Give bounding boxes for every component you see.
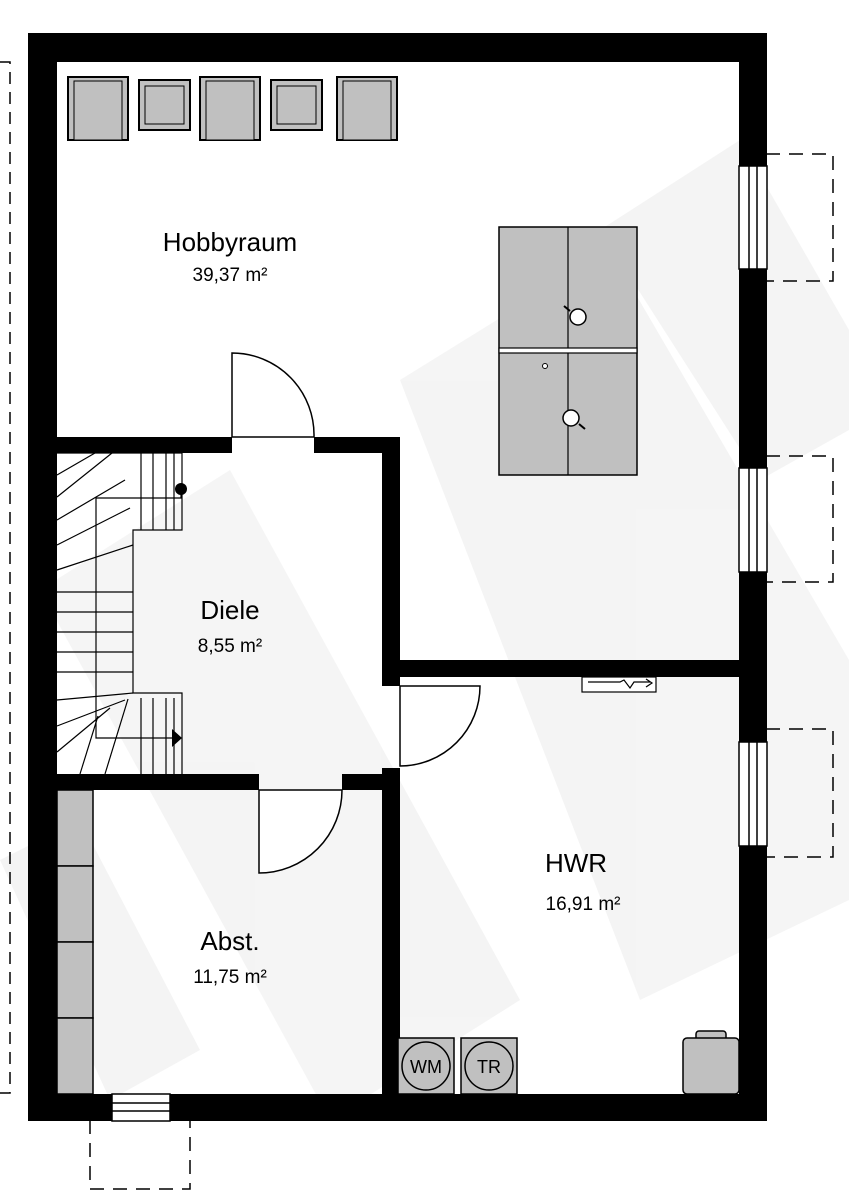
room-label-abst: Abst. 11,75 m² (193, 926, 267, 988)
windows (111, 165, 768, 1122)
light-well-east-2 (766, 455, 834, 583)
paddle-1 (569, 308, 587, 326)
light-well-south (89, 1120, 191, 1190)
door-hobbyraum (231, 352, 315, 438)
wall-east-3 (739, 572, 767, 742)
watermark (0, 140, 849, 1120)
armchair-2 (199, 76, 261, 141)
light-wells (89, 153, 834, 1190)
armchair-1 (67, 76, 129, 141)
storage-shelf (56, 789, 94, 1095)
room-area: 11,75 m² (193, 967, 267, 988)
interior-walls (57, 437, 739, 1094)
room-area: 8,55 m² (198, 636, 262, 657)
wall-south-right (170, 1094, 767, 1121)
wall-diele-east-upper (382, 437, 400, 686)
wall-hobby-diele-right (314, 437, 400, 453)
light-well-east-1 (766, 153, 834, 282)
light-well-east-3 (766, 728, 834, 858)
window-east-2 (738, 467, 768, 573)
dryer-label: TR (477, 1057, 501, 1077)
window-east-3 (738, 741, 768, 847)
seating-row (67, 76, 398, 141)
ottoman-1 (138, 79, 191, 131)
stair-start-dot (175, 483, 187, 495)
ottoman-2 (270, 79, 323, 131)
window-south (111, 1093, 171, 1122)
wall-east-1 (739, 33, 767, 166)
left-dashed-outline (0, 61, 11, 1094)
room-area: 16,91 m² (546, 894, 621, 915)
room-name: Hobbyraum (163, 227, 297, 257)
room-label-hobbyraum: Hobbyraum 39,37 m² (163, 227, 297, 286)
wall-west (28, 33, 57, 1121)
doors (231, 352, 481, 874)
room-name: Diele (200, 595, 259, 625)
ball (542, 363, 548, 369)
stair-direction-arrow (172, 729, 182, 747)
wall-east-4 (739, 846, 767, 1121)
washer-label: WM (410, 1057, 442, 1077)
wall-east-2 (739, 269, 767, 468)
wall-south-left (28, 1094, 112, 1121)
door-abstellraum (258, 789, 343, 874)
washing-machine: WM (397, 1037, 455, 1095)
window-east-1 (738, 165, 768, 270)
water-tank (682, 1030, 740, 1095)
table-tennis-table (498, 226, 638, 476)
room-label-hwr: HWR 16,91 m² (545, 848, 621, 915)
outer-walls (28, 33, 767, 1121)
radiator (581, 676, 657, 693)
paddle-2 (562, 409, 580, 427)
wall-abst-hwr (382, 768, 400, 1094)
wall-diele-abst-left (57, 774, 259, 790)
room-name: HWR (545, 848, 607, 878)
door-hwr (399, 685, 481, 767)
wall-hobby-diele-left (57, 437, 232, 453)
armchair-3 (336, 76, 398, 141)
room-area: 39,37 m² (193, 265, 268, 286)
room-name: Abst. (200, 926, 259, 956)
wall-hobby-hwr (400, 660, 739, 677)
room-label-diele: Diele 8,55 m² (198, 595, 262, 657)
dryer: TR (460, 1037, 518, 1095)
wall-north (28, 33, 767, 62)
